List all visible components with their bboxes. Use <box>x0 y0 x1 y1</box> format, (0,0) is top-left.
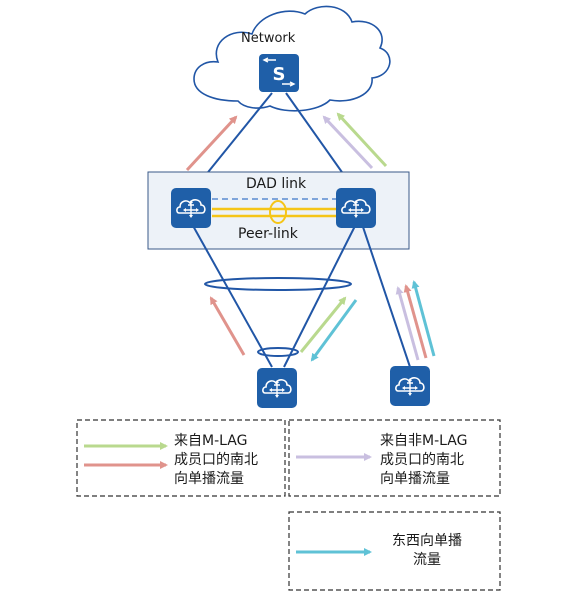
downlink-right-to-access <box>283 223 357 368</box>
arrow-nonmlag-north-top <box>322 115 374 170</box>
mlag-device-right-router-cloud-icon <box>335 187 377 229</box>
legend-nonmlag-line-3: 向单播流量 <box>380 471 450 487</box>
legend-nonmlag-line-1: 来自非M-LAG <box>380 433 468 449</box>
legend-box-east-west <box>288 511 501 591</box>
mlag-device-left-router-cloud-icon <box>170 187 212 229</box>
arrow-nonmlag-north-bottom-red <box>403 284 428 359</box>
legend-box-mlag <box>76 419 286 497</box>
mlag-bundle-upper <box>204 277 352 291</box>
peer-link-label: Peer-link <box>238 226 298 242</box>
legend-mlag-line-2: 成员口的南北 <box>174 452 258 468</box>
network-label: Network <box>241 31 296 46</box>
legend-mlag-line-3: 向单播流量 <box>174 471 244 487</box>
arrow-mlag-north-top <box>185 115 238 172</box>
arrow-mlag-north-bottom-green <box>299 296 347 353</box>
peer-link-bundle <box>269 200 287 224</box>
arrow-nonmlag-north-bottom-purple <box>395 286 420 361</box>
legend-text-mlag: 来自M-LAG 成员口的南北 向单播流量 <box>174 432 258 489</box>
arrow-east-west-bottom <box>310 299 358 362</box>
legend-mlag-line-1: 来自M-LAG <box>174 433 248 449</box>
legend-east-west-line-1: 东西向单播 <box>392 533 462 549</box>
arrow-mlag-north-top-green <box>336 112 388 168</box>
legend-nonmlag-line-2: 成员口的南北 <box>380 452 464 468</box>
downlink-left-to-access <box>191 223 273 368</box>
svg-text:S: S <box>273 64 286 85</box>
legend-east-west-line-2: 流量 <box>413 552 441 568</box>
legend-text-nonmlag: 来自非M-LAG 成员口的南北 向单播流量 <box>380 432 467 489</box>
legend-box-nonmlag <box>288 419 501 497</box>
access-device-mlag-router-cloud-icon <box>256 367 298 409</box>
switch-s-icon: S <box>259 54 299 92</box>
dad-link-label: DAD link <box>246 176 307 192</box>
arrow-east-west-right <box>411 280 436 357</box>
downlink-right-to-single <box>361 223 411 368</box>
access-device-single-router-cloud-icon <box>389 365 431 407</box>
legend-text-east-west: 东西向单播 流量 <box>392 532 462 570</box>
mlag-bundle-lower <box>257 347 299 357</box>
arrow-mlag-north-bottom-red <box>209 296 246 356</box>
